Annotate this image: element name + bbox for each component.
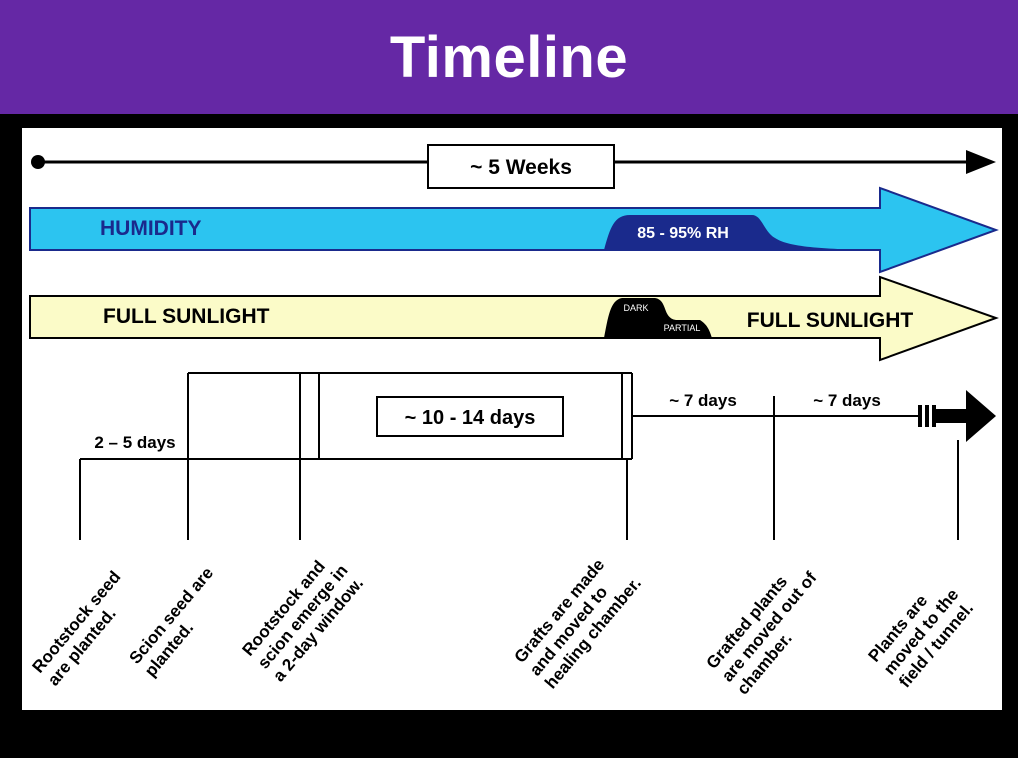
sunlight-arrow: FULL SUNLIGHT DARK PARTIAL FULL SUNLIGHT <box>29 275 999 362</box>
sunlight-band <box>29 275 999 362</box>
title-bar: Timeline <box>0 0 1018 114</box>
humidity-level-shape <box>604 215 872 250</box>
dark-phase-shape <box>604 298 712 338</box>
end-arrow-icon <box>918 390 996 442</box>
healing-duration-box <box>376 396 564 437</box>
stage-timeline <box>79 372 959 540</box>
humidity-band <box>29 186 999 274</box>
humidity-level-label: 85 - 95% RH <box>637 225 729 242</box>
seed-gap-label: 2 – 5 days <box>94 433 175 452</box>
healing-duration-label: ~ 10 - 14 days <box>405 407 536 429</box>
total-duration-label: ~ 5 Weeks <box>470 156 572 179</box>
acclimation-duration-label: ~ 7 days <box>813 391 881 410</box>
sunlight-end-label: FULL SUNLIGHT <box>747 309 914 332</box>
duration-box <box>427 144 615 189</box>
sunlight-start-label: FULL SUNLIGHT <box>103 305 270 328</box>
chamber-duration-label: ~ 7 days <box>669 391 737 410</box>
total-duration-line: ~ 5 Weeks <box>31 144 996 189</box>
partial-label: PARTIAL <box>664 323 701 333</box>
humidity-arrow: HUMIDITY 85 - 95% RH <box>29 186 999 274</box>
humidity-label: HUMIDITY <box>100 217 202 240</box>
start-dot <box>31 155 45 169</box>
dark-label: DARK <box>623 303 648 313</box>
arrowhead-icon <box>966 150 996 174</box>
page-title: Timeline <box>389 24 629 90</box>
